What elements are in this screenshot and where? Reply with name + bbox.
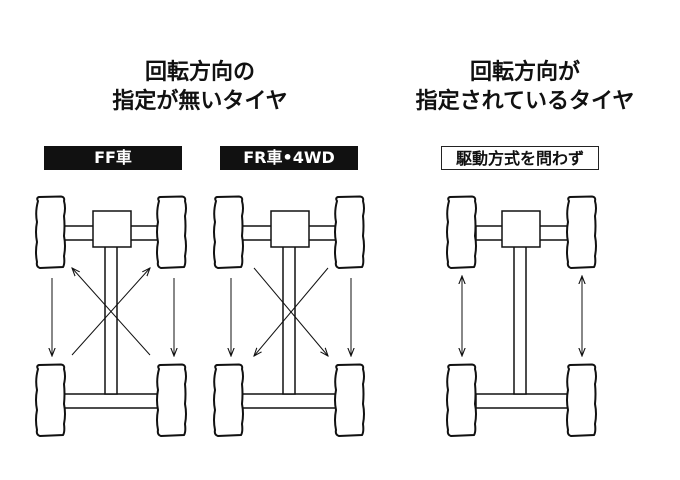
tire-rear-right bbox=[156, 363, 187, 437]
gearbox bbox=[270, 210, 310, 248]
rear-axle bbox=[475, 393, 573, 409]
label-fr-4wd: FR車•4WD bbox=[220, 146, 358, 170]
tire-rear-left bbox=[213, 363, 244, 437]
arrow-front-right-to-rear-left bbox=[254, 267, 329, 356]
gearbox bbox=[92, 210, 132, 248]
arrow-rear-right-to-front-left bbox=[72, 268, 151, 356]
tire-front-left bbox=[35, 195, 66, 269]
label-any-drive: 駆動方式を問わず bbox=[441, 146, 599, 170]
rear-axle bbox=[241, 393, 339, 409]
tire-front-left bbox=[446, 195, 477, 269]
tire-front-right bbox=[156, 195, 187, 269]
title-directional-line2: 指定されているタイヤ bbox=[415, 89, 635, 114]
car-chassis-fr-4wd bbox=[213, 195, 365, 437]
label-ff: FF車 bbox=[44, 146, 182, 170]
tire-front-left bbox=[213, 195, 244, 269]
gearbox bbox=[501, 210, 541, 248]
tire-rear-left bbox=[35, 363, 66, 437]
tire-rear-right bbox=[334, 363, 365, 437]
title-directional: 回転方向が 指定されているタイヤ bbox=[395, 58, 655, 116]
car-chassis-any-drive bbox=[446, 195, 597, 437]
tire-rear-right bbox=[566, 363, 597, 437]
tire-front-right bbox=[334, 195, 365, 269]
tire-front-right bbox=[566, 195, 597, 269]
title-non-directional-line1: 回転方向の bbox=[144, 60, 255, 85]
rear-axle bbox=[63, 393, 161, 409]
drive-shaft bbox=[513, 245, 527, 395]
tire-rear-left bbox=[446, 363, 477, 437]
car-chassis-ff bbox=[35, 195, 187, 437]
drive-shaft bbox=[104, 245, 118, 395]
title-non-directional-line2: 指定が無いタイヤ bbox=[112, 89, 288, 114]
title-directional-line1: 回転方向が bbox=[469, 60, 580, 85]
title-non-directional: 回転方向の 指定が無いタイヤ bbox=[80, 58, 320, 116]
